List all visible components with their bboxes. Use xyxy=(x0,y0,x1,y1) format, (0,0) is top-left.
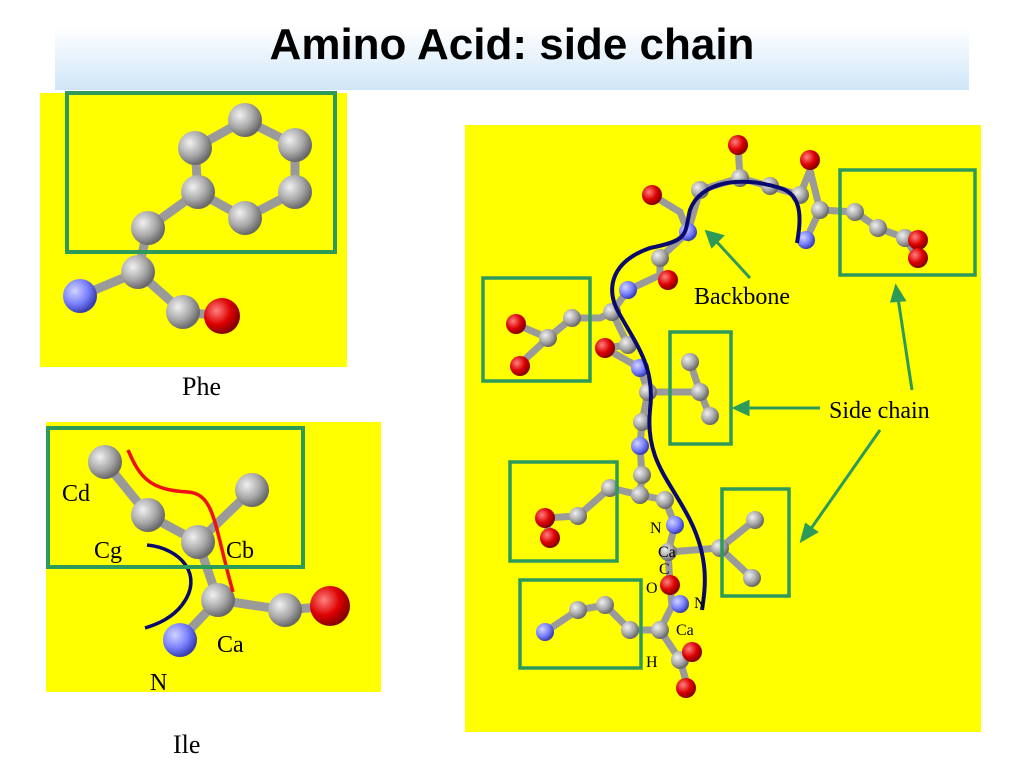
phe-side-chain-box xyxy=(65,91,337,254)
phe-caption: Phe xyxy=(182,372,221,401)
backbone-arrowhead xyxy=(704,229,725,249)
ile-side-chain-box xyxy=(46,426,305,569)
atom-label-ca1: Ca xyxy=(658,544,676,561)
side-chain-box-5 xyxy=(720,487,791,598)
atom-label-n2: N xyxy=(694,595,706,612)
peptide-panel: Backbone Side chain N Ca C O N Ca H xyxy=(465,125,981,732)
label-cd: Cd xyxy=(62,481,90,507)
side-chain-arrowhead-left xyxy=(731,399,750,417)
side-chain-box-3 xyxy=(668,330,733,446)
label-ca: Ca xyxy=(217,632,244,658)
side-chain-box-2 xyxy=(481,276,592,383)
backbone-arrow xyxy=(714,239,752,280)
peptide-background xyxy=(465,125,981,732)
ile-atoms xyxy=(88,445,350,657)
side-chain-label: Side chain xyxy=(829,398,930,424)
slide-title: Amino Acid: side chain xyxy=(269,20,755,69)
ile-backbone-trace xyxy=(144,543,193,630)
side-chain-arrow-up xyxy=(896,297,914,391)
atom-label-h: H xyxy=(646,654,658,671)
phe-atoms xyxy=(63,103,312,334)
title-banner xyxy=(55,28,969,90)
atom-label-o: O xyxy=(646,580,658,597)
side-chain-boxes xyxy=(481,168,977,670)
side-chain-box-4 xyxy=(508,460,619,563)
backbone-label: Backbone xyxy=(694,284,790,310)
side-chain-arrowhead-up xyxy=(889,283,907,303)
atom-label-n1: N xyxy=(650,520,662,537)
backbone-trace xyxy=(610,179,802,611)
atom-label-ca2: Ca xyxy=(676,622,694,639)
side-chain-box-6 xyxy=(518,578,643,670)
label-n: N xyxy=(150,670,167,696)
label-cb: Cb xyxy=(226,538,254,564)
ile-side-chain-trace xyxy=(126,449,235,593)
peptide-atoms xyxy=(506,135,928,698)
phe-panel xyxy=(40,91,347,367)
side-chain-arrowhead-down xyxy=(799,522,819,544)
side-chain-box-1 xyxy=(838,168,977,277)
label-cg: Cg xyxy=(94,538,122,564)
ile-caption: Ile xyxy=(173,730,201,759)
ile-panel: Cd Cg Cb Ca N xyxy=(46,422,381,696)
arrows xyxy=(704,229,914,544)
side-chain-arrow-down xyxy=(808,429,882,531)
atom-label-c: C xyxy=(659,561,670,578)
